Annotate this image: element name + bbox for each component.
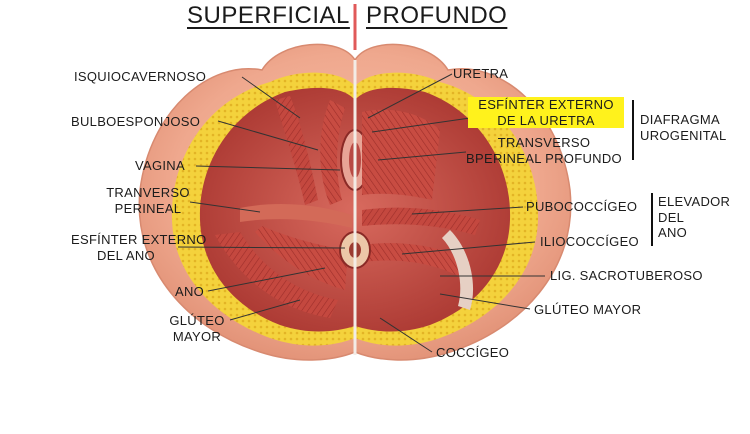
label-iliococcigeo: ILIOCOCCÍGEO xyxy=(540,234,639,249)
left-levator xyxy=(255,226,348,290)
left-transverse-perineal xyxy=(240,204,352,228)
right-pubococcygeus xyxy=(362,207,480,235)
label-uretra: URETRA xyxy=(453,66,509,81)
label-lig-sacrotuberoso: LIG. SACROTUBEROSO xyxy=(550,268,703,283)
label-coccigeo: COCCÍGEO xyxy=(436,345,510,360)
label-diafragma-urogenital: DIAFRAGMA UROGENITAL xyxy=(640,112,727,143)
label-transverso-profundo: TRANSVERSO BPERINEAL PROFUNDO xyxy=(466,135,622,166)
right-deep-muscle xyxy=(362,109,440,200)
right-leader-lines xyxy=(367,73,545,353)
left-gluteal-muscle xyxy=(215,232,338,318)
label-esfinter-uretra: ESFÍNTER EXTERNO DE LA URETRA xyxy=(468,97,624,128)
left-leader-lines xyxy=(177,76,346,321)
right-sacrotuberous-ligament xyxy=(442,230,474,310)
label-bulboesponjoso: BULBOESPONJOSO xyxy=(71,114,201,129)
right-iliococcygeus xyxy=(362,243,470,278)
left-ischiocavernosus xyxy=(275,96,318,205)
label-ano: ANO xyxy=(175,284,205,299)
label-transverso-perineal: TRANVERSO PERINEAL xyxy=(106,185,190,216)
label-gluteo-mayor-left: GLÚTEO MAYOR xyxy=(169,313,225,344)
label-esfinter-ano: ESFÍNTER EXTERNO DEL ANO xyxy=(71,232,207,263)
left-bulbospongiosus xyxy=(320,100,345,205)
header-profundo: PROFUNDO xyxy=(366,2,508,29)
label-pubococcigeo: PUBOCOCCÍGEO xyxy=(526,199,638,214)
label-isquiocavernoso: ISQUIOCAVERNOSO xyxy=(74,69,207,84)
label-elevador-del-ano: ELEVADOR DEL ANO xyxy=(658,194,731,240)
label-vagina: VAGINA xyxy=(135,158,185,173)
label-gluteo-mayor-right: GLÚTEO MAYOR xyxy=(534,302,642,317)
header-superficial: SUPERFICIAL xyxy=(187,2,350,29)
